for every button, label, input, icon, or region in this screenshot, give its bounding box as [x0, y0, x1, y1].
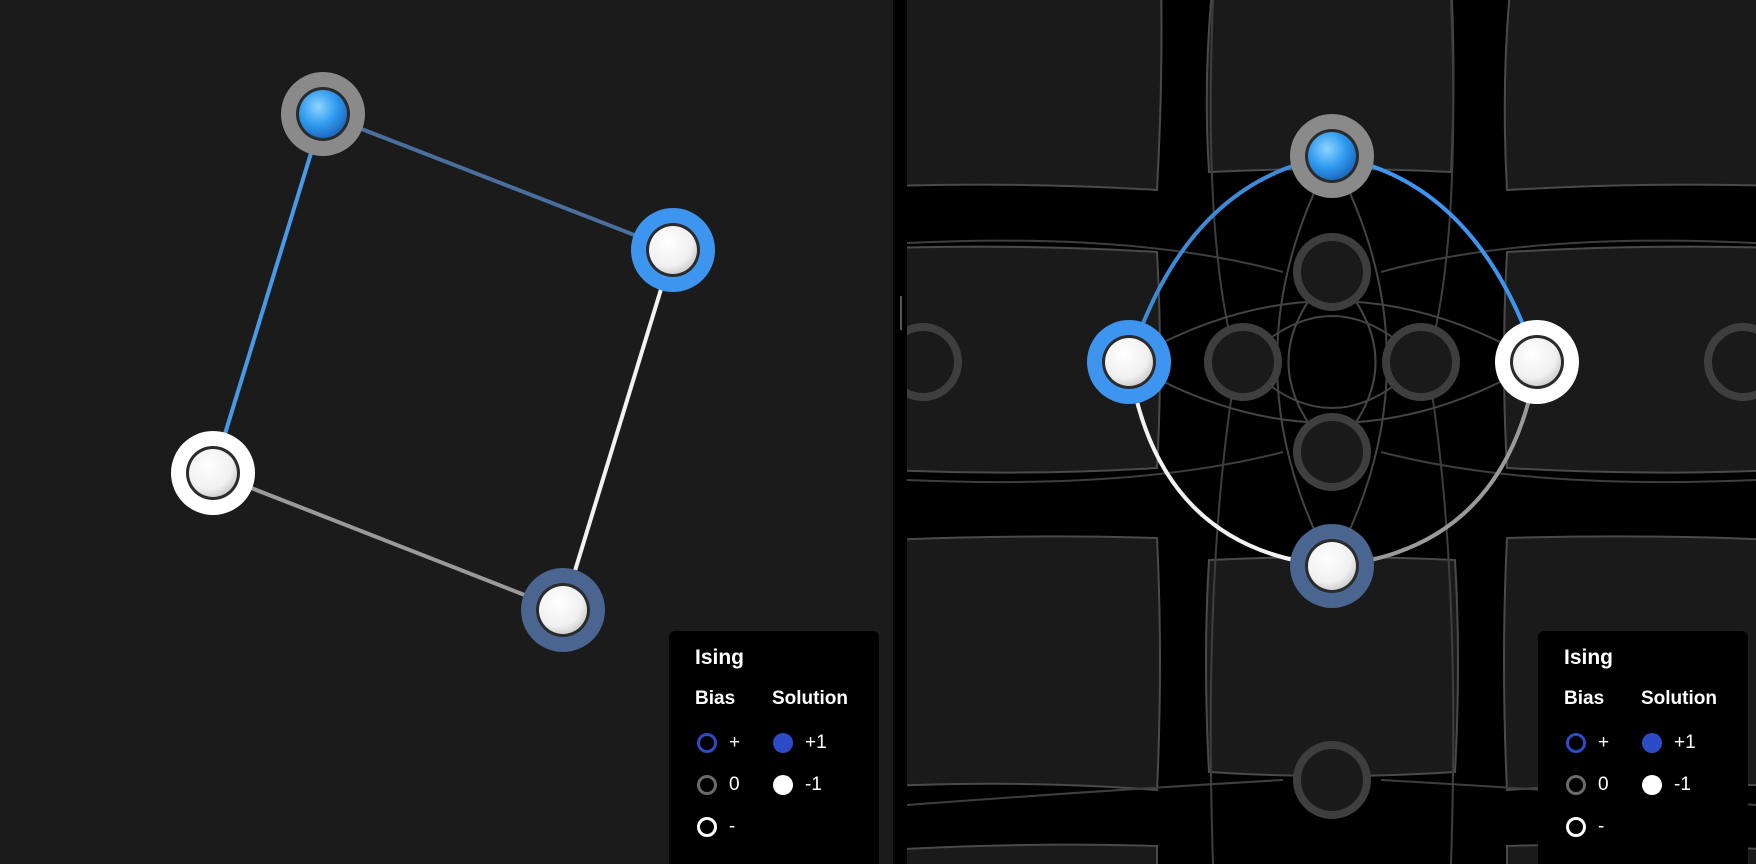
background-couplers [907, 0, 1756, 864]
legend-label: + [729, 732, 741, 753]
bias-positive-swatch [697, 733, 717, 753]
graph-panel-left: Ising Bias Solution + 0 - +1 -1 [0, 0, 893, 864]
node-bottom-right[interactable] [521, 568, 605, 652]
node-bottom-left[interactable] [171, 431, 255, 515]
legend-bias-zero: 0 [1566, 774, 1609, 796]
legend-label: +1 [805, 732, 827, 753]
node-top-right[interactable] [631, 208, 715, 292]
legend-solution-plus1: +1 [1642, 732, 1696, 754]
bias-negative-swatch [1566, 817, 1586, 837]
legend-label: - [1598, 816, 1605, 837]
panel-divider[interactable] [893, 0, 907, 864]
legend-bias-header: Bias [1564, 688, 1605, 709]
legend-label: 0 [729, 774, 740, 795]
legend-bias-zero: 0 [697, 774, 740, 796]
background-qubits [907, 233, 1756, 819]
legend-solution-plus1: +1 [773, 732, 827, 754]
edge-right-bottom[interactable] [1331, 361, 1539, 568]
legend-bias-positive: + [697, 732, 740, 754]
edge-top-left-top-right[interactable] [322, 112, 674, 252]
edge-bottom-left-bottom-right[interactable] [212, 471, 564, 612]
node-top[interactable] [1290, 114, 1374, 198]
legend-panel: Ising Bias Solution + 0 - +1 -1 [1538, 631, 1748, 864]
bias-positive-swatch [1566, 733, 1586, 753]
legend-bias-header: Bias [695, 688, 736, 709]
bias-zero-swatch [1566, 775, 1586, 795]
edge-top-right-bottom-right[interactable] [561, 249, 675, 611]
legend-bias-negative: - [1566, 816, 1604, 838]
legend-label: - [729, 816, 736, 837]
legend-label: 0 [1598, 774, 1609, 795]
legend-solution-header: Solution [772, 688, 848, 709]
legend-title: Ising [695, 646, 745, 669]
bias-negative-swatch [697, 817, 717, 837]
solution-plus1-swatch [773, 733, 793, 753]
node-bottom[interactable] [1290, 524, 1374, 608]
legend-label: + [1598, 732, 1610, 753]
legend-bias-positive: + [1566, 732, 1609, 754]
legend-label: -1 [805, 774, 822, 795]
node-left[interactable] [1087, 320, 1171, 404]
legend-panel: Ising Bias Solution + 0 - +1 -1 [669, 631, 879, 864]
node-right[interactable] [1495, 320, 1579, 404]
edge-left-bottom[interactable] [1127, 361, 1333, 568]
bias-zero-swatch [697, 775, 717, 795]
legend-solution-header: Solution [1641, 688, 1717, 709]
splitter-handle[interactable] [900, 296, 902, 330]
solution-minus1-swatch [773, 775, 793, 795]
legend-solution-minus1: -1 [773, 774, 822, 796]
node-top-left[interactable] [281, 72, 365, 156]
legend-label: +1 [1674, 732, 1696, 753]
legend-title: Ising [1564, 646, 1614, 669]
graph-canvas-left[interactable] [0, 0, 893, 864]
edge-top-left-bottom-left[interactable] [211, 113, 325, 474]
legend-solution-minus1: -1 [1642, 774, 1691, 796]
solution-plus1-swatch [1642, 733, 1662, 753]
solution-minus1-swatch [1642, 775, 1662, 795]
legend-bias-negative: - [697, 816, 735, 838]
legend-label: -1 [1674, 774, 1691, 795]
